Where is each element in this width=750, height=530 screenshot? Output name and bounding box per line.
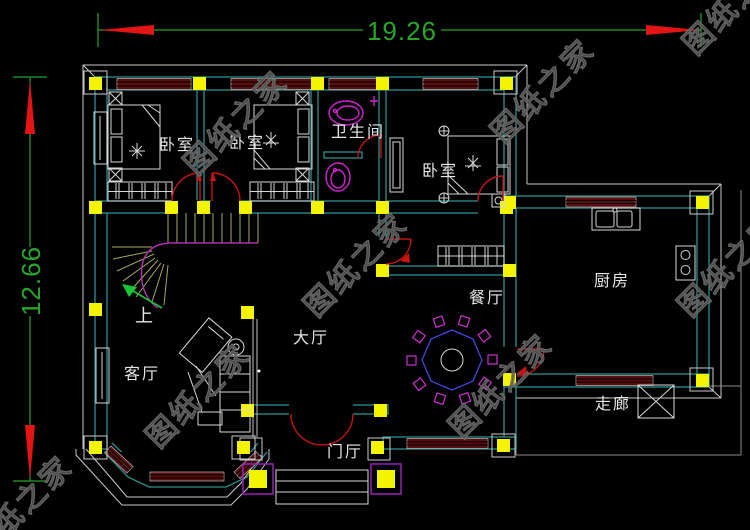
structural-columns <box>89 77 709 454</box>
dimension-height-value: 12.66 <box>16 246 46 316</box>
stairs-up-label: 上 <box>135 306 155 326</box>
windows <box>93 78 654 449</box>
wardrobe-icon <box>107 181 173 202</box>
door-dining <box>385 238 412 265</box>
room-label-bathroom: 卫生间 <box>331 123 385 141</box>
watermark-text: 图纸之家 <box>671 206 750 323</box>
door-bedroom-1 <box>171 172 202 202</box>
stair-direction-arrow <box>127 287 163 309</box>
side-window <box>93 111 108 165</box>
entry-porch <box>239 437 402 505</box>
door-bedroom-2 <box>210 172 241 202</box>
bathtub-icon <box>328 100 364 126</box>
sofa-set-icon <box>178 317 261 433</box>
shaft-box-icon <box>637 384 675 419</box>
porch-steps <box>275 469 369 505</box>
dimension-left: 12.66 <box>13 76 47 482</box>
terrace-outline <box>515 190 742 456</box>
room-label-dining: 餐厅 <box>469 289 505 307</box>
bay-window <box>75 442 270 506</box>
porch-column-frame <box>242 463 274 495</box>
plumbing-mark <box>370 96 378 106</box>
dimension-arrow-right <box>646 25 700 35</box>
room-label-living: 客厅 <box>124 365 160 383</box>
closet-icon <box>389 137 404 193</box>
sideboard-icon <box>437 245 505 267</box>
room-label-hall: 大厅 <box>293 329 329 347</box>
dimension-width-value: 19.26 <box>367 16 437 46</box>
room-label-entry: 门厅 <box>327 443 363 461</box>
side-window <box>95 347 110 404</box>
dining-table-icon <box>406 314 498 406</box>
hall-partition-line <box>252 319 258 437</box>
dimension-arrow-up <box>25 80 35 134</box>
room-label-bedroom-2: 卧室 <box>229 134 265 152</box>
dimension-arrow-down <box>25 425 35 479</box>
doors <box>171 134 545 446</box>
door-kitchen <box>516 348 545 377</box>
wardrobe-icon <box>249 181 315 202</box>
room-label-bedroom-3: 卧室 <box>422 162 458 180</box>
kitchen-sink-icon <box>591 207 641 231</box>
porch-column-frame <box>370 463 402 495</box>
door-bathroom <box>357 134 382 159</box>
room-labels: 卧室 卧室 卧室 卫生间 厨房 餐厅 大厅 客厅 门厅 走廊 上 <box>124 123 631 461</box>
watermark-text: 图纸之家 <box>0 449 80 530</box>
small-fixture-icon <box>491 193 506 208</box>
watermark-text: 图纸之家 <box>484 32 601 149</box>
toilet-icon <box>325 162 351 192</box>
watermark-text: 图纸之家 <box>139 337 256 454</box>
dimension-arrow-left <box>100 25 154 35</box>
watermark-text: 图纸之家 <box>297 206 414 323</box>
door-bedroom-3 <box>477 175 504 202</box>
staircase <box>112 213 259 309</box>
room-label-kitchen: 厨房 <box>594 272 630 290</box>
door-entry-double <box>290 413 354 446</box>
dimension-top: 19.26 <box>97 13 702 47</box>
corner-brackets <box>83 70 714 460</box>
bed-icon-bedroom-2 <box>253 91 313 182</box>
watermark-text: 图纸之家 <box>676 0 750 62</box>
stove-icon <box>675 245 696 281</box>
room-label-bedroom-1: 卧室 <box>159 136 195 154</box>
bed-icon-bedroom-1 <box>107 91 161 182</box>
room-label-corridor: 走廊 <box>595 395 631 413</box>
